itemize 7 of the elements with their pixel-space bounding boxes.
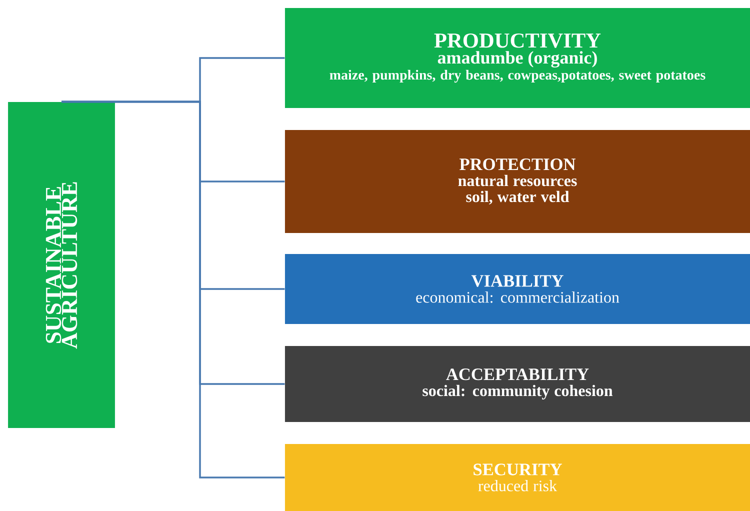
category-box: SUSTAINABLE AGRICULTURE [8,102,115,428]
category-box: SECURITY reduced risk [284,444,750,511]
connector-line [62,100,285,478]
category-box: PROTECTION natural resources soil, water veld [284,130,750,233]
category-box: PRODUCTIVITY amadumbe (organic) maize, pumpkins, dry beans, cowpeas,potatoes, sweet potatoes [284,8,750,108]
category-box: ACCEPTABILITY social: community cohesion [284,346,750,422]
category-box: VIABILITY economical: commercialization [284,254,750,324]
